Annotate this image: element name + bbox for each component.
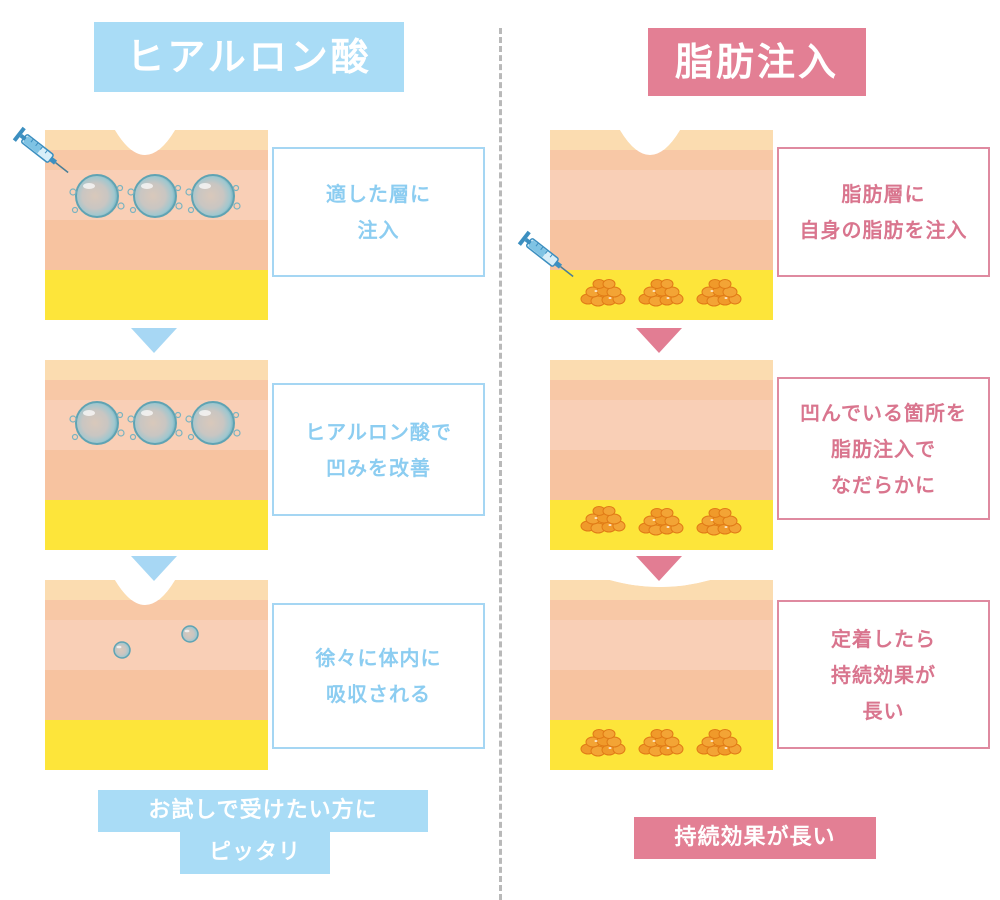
right-skin-panel-step1 — [517, 130, 773, 320]
down-arrow-icon — [131, 556, 177, 581]
left-step3-description: 徐々に体内に 吸収される — [272, 603, 485, 749]
down-arrow-icon — [131, 328, 177, 353]
syringe-icon — [517, 230, 579, 284]
hyaluronic-acid-title: ヒアルロン酸 — [94, 22, 404, 92]
left-skin-panel-step1 — [12, 126, 268, 320]
left-summary-line1: お試しで受けたい方に — [98, 790, 428, 832]
left-step2-description: ヒアルロン酸で 凹みを改善 — [272, 383, 485, 516]
right-step1-description: 脂肪層に 自身の脂肪を注入 — [777, 147, 990, 277]
right-step2-description: 凹んでいる箇所を 脂肪注入で なだらかに — [777, 377, 990, 520]
down-arrow-icon — [636, 556, 682, 581]
fat-injection-title: 脂肪注入 — [648, 28, 866, 96]
right-summary: 持続効果が長い — [634, 817, 876, 859]
right-skin-panel-step2 — [550, 360, 773, 550]
down-arrow-icon — [636, 328, 682, 353]
right-skin-panel-step3 — [550, 580, 773, 770]
left-skin-panel-step3 — [45, 580, 268, 770]
left-step1-description: 適した層に 注入 — [272, 147, 485, 277]
left-summary-line2: ピッタリ — [180, 832, 330, 874]
right-step3-description: 定着したら 持続効果が 長い — [777, 600, 990, 749]
left-skin-panel-step2 — [45, 360, 268, 550]
syringe-icon — [12, 126, 74, 180]
center-divider — [499, 28, 502, 900]
